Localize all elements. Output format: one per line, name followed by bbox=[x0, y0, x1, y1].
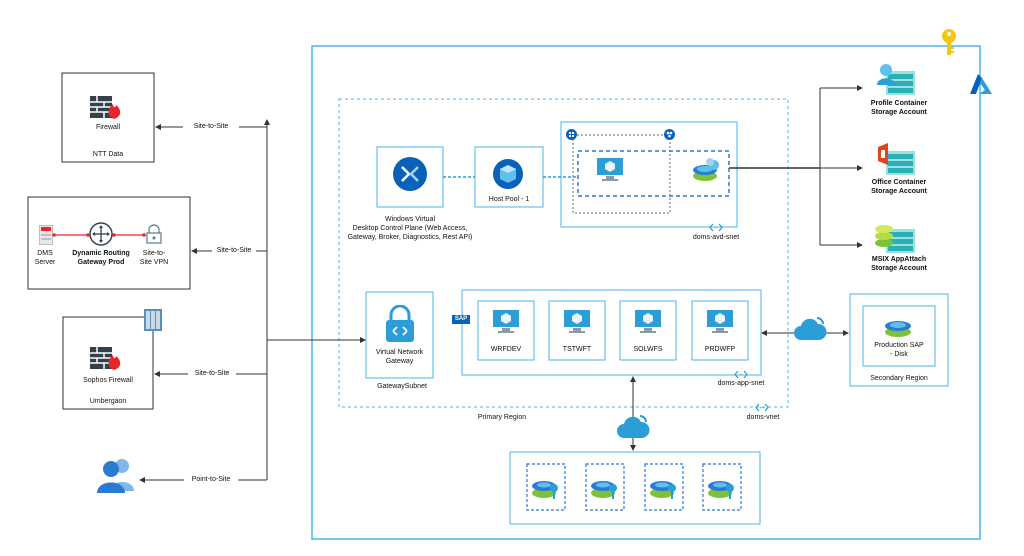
vm-label-solwfs: SOLWFS bbox=[633, 346, 663, 353]
ntt-data-box bbox=[61, 72, 155, 163]
vm-icon-prdwfp bbox=[707, 310, 733, 333]
gateway-subnet-label: GatewaySubnet bbox=[377, 383, 427, 390]
dms-link-lines bbox=[52, 233, 146, 237]
vnet-icon bbox=[755, 403, 769, 412]
office-storage-label: Office Container Storage Account bbox=[871, 179, 927, 195]
ntt-link-label: Site-to-Site bbox=[183, 123, 239, 132]
vpn-lock-icon bbox=[146, 224, 162, 244]
vm-label-wrfdev: WRFDEV bbox=[490, 346, 522, 353]
backup-box bbox=[509, 451, 761, 525]
firewall-icon bbox=[90, 96, 121, 119]
backup-item-1 bbox=[526, 463, 566, 511]
dms-box bbox=[27, 196, 191, 290]
backup-cloud-icon bbox=[617, 415, 650, 438]
host-pool-dotted bbox=[572, 134, 671, 214]
router-label: Dynamic Routing Gateway Prod bbox=[72, 250, 130, 266]
ntt-firewall-label: Firewall bbox=[95, 124, 121, 131]
vnet-label: doms-vnet bbox=[746, 414, 780, 421]
ntt-data-label: NTT Data bbox=[92, 151, 124, 158]
vm-label-prdwfp: PRDWFP bbox=[704, 346, 736, 353]
vm-icon-wrfdev bbox=[493, 310, 519, 333]
azure-logo-icon bbox=[970, 74, 992, 94]
primary-region-boundary bbox=[338, 98, 789, 408]
prod-disk-icon bbox=[885, 321, 911, 337]
vm-label-tstwft: TSTWFT bbox=[562, 346, 592, 353]
vm-icon-tstwft bbox=[564, 310, 590, 333]
fslogix-disk-icon bbox=[693, 158, 719, 181]
office-storage-icon bbox=[878, 143, 915, 175]
users-link-label: Point-to-Site bbox=[184, 476, 238, 485]
remote-desktop-icon bbox=[393, 157, 427, 191]
umbergaon-link-label: Site-to-Site bbox=[188, 370, 236, 379]
avd-subnet-label: doms-avd-snet bbox=[692, 234, 740, 241]
prod-disk-label: Production SAP - Disk bbox=[874, 342, 924, 358]
host-pool-grid-icon bbox=[566, 129, 577, 140]
appliance-icon bbox=[144, 309, 162, 331]
host-pool-icon bbox=[493, 159, 523, 189]
backup-item-2 bbox=[585, 463, 625, 511]
backup-disk-icon-2 bbox=[591, 481, 617, 499]
avd-subnet-icon bbox=[709, 223, 723, 232]
dms-link-label: Site-to-Site bbox=[212, 247, 256, 256]
secondary-region-label: Secondary Region bbox=[870, 375, 928, 382]
vnet-gateway-label: Virtual Network Gateway bbox=[375, 349, 424, 365]
profile-storage-icon bbox=[877, 64, 915, 95]
vpn-label: Site-to- Site VPN bbox=[139, 250, 169, 266]
vm-icon-solwfs bbox=[635, 310, 661, 333]
app-subnet-label: doms-app-snet bbox=[717, 380, 765, 387]
vm-card-1 bbox=[477, 300, 535, 361]
app-subnet-icon bbox=[734, 370, 748, 379]
profile-storage-label: Profile Container Storage Account bbox=[870, 100, 928, 116]
subscription-boundary bbox=[311, 45, 981, 540]
gateway-subnet-box bbox=[365, 291, 434, 379]
router-icon bbox=[89, 222, 113, 246]
prod-disk-box bbox=[862, 305, 936, 367]
backup-item-4 bbox=[702, 463, 742, 511]
sap-badge: SAP bbox=[452, 315, 470, 324]
primary-region-label: Primary Region bbox=[477, 414, 527, 421]
app-group-icon bbox=[664, 129, 675, 140]
key-icon bbox=[942, 29, 956, 55]
sophos-firewall-icon bbox=[90, 347, 121, 370]
backup-disk-icon-4 bbox=[708, 481, 734, 499]
host-pool-label: Host Pool - 1 bbox=[488, 196, 530, 203]
server-icon bbox=[39, 225, 53, 245]
vm-card-3 bbox=[619, 300, 677, 361]
msix-storage-icon bbox=[875, 225, 915, 253]
vm-card-2 bbox=[548, 300, 606, 361]
vnet-gateway-icon bbox=[386, 305, 414, 342]
backup-disk-icon-3 bbox=[650, 481, 676, 499]
umbergaon-box bbox=[62, 316, 154, 410]
vm-card-4 bbox=[691, 300, 749, 361]
avd-subnet-box bbox=[560, 121, 738, 228]
control-plane-label: Windows Virtual Desktop Control Plane (W… bbox=[347, 216, 473, 241]
msix-storage-label: MSIX AppAttach Storage Account bbox=[871, 256, 927, 272]
sophos-label: Sophos Firewall bbox=[83, 377, 133, 384]
secondary-region-box bbox=[849, 293, 949, 387]
backup-disk-icon-1 bbox=[532, 481, 558, 499]
cloud-sync-icon bbox=[794, 317, 827, 340]
umbergaon-label: Umbergaon bbox=[89, 398, 127, 405]
backup-item-3 bbox=[644, 463, 684, 511]
dms-server-label: DMS Server bbox=[34, 250, 56, 266]
users-icon bbox=[97, 459, 134, 493]
session-host-vm-icon bbox=[597, 158, 623, 181]
